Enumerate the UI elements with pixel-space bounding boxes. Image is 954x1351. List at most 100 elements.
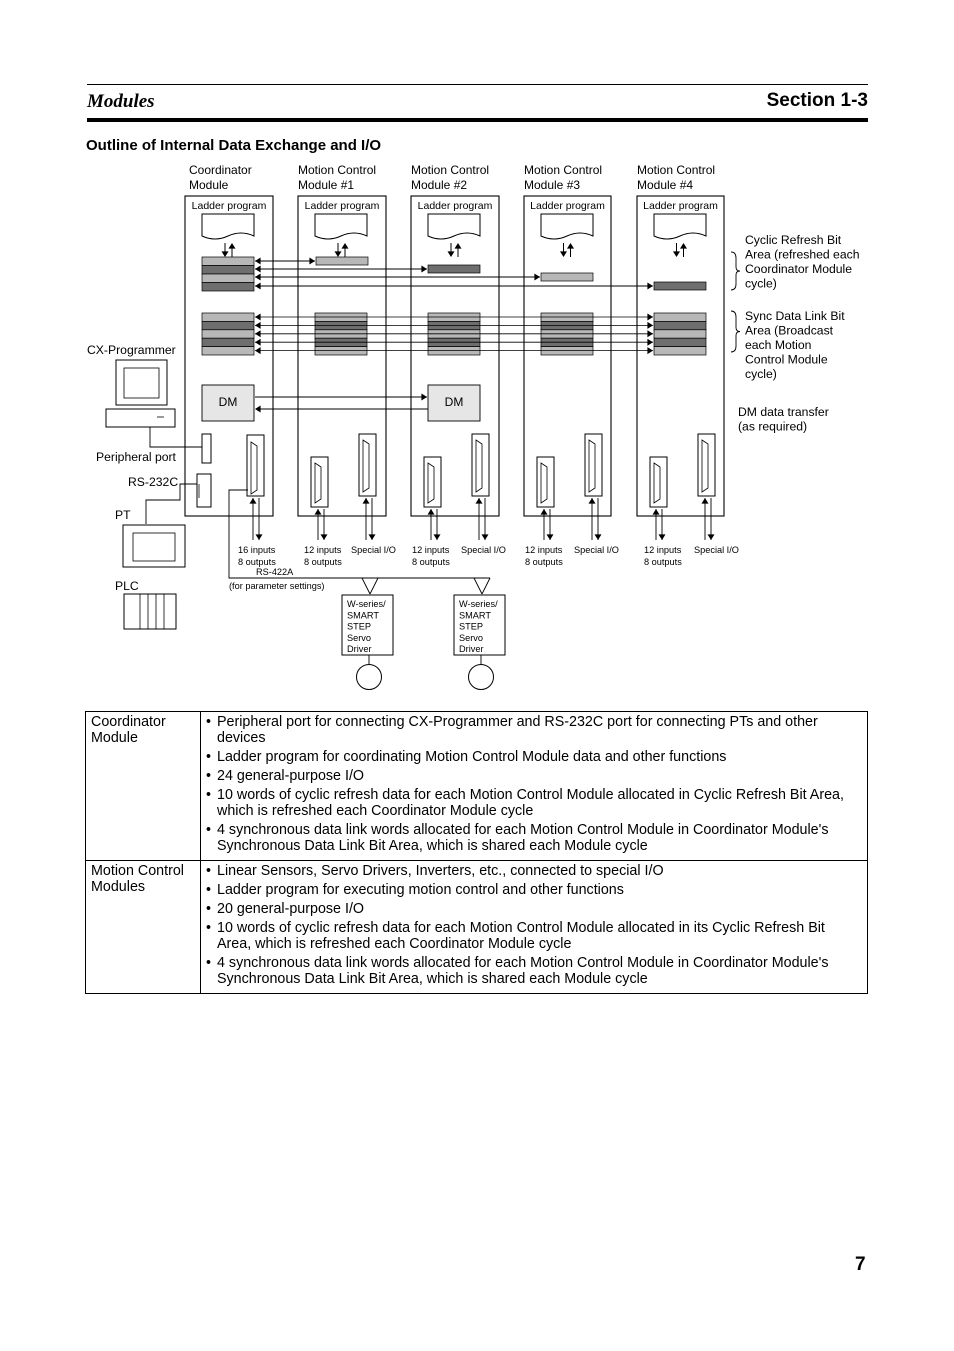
brace: [730, 251, 741, 291]
motion-io-label: 8 outputs: [525, 557, 563, 567]
servo-motor: [356, 664, 382, 690]
cyclic-refresh-note: Cyclic Refresh Bit: [745, 233, 842, 247]
arrowhead: [421, 265, 427, 273]
arrowhead: [707, 534, 715, 540]
motion-io-label: 8 outputs: [644, 557, 682, 567]
ladder-program-label: Ladder program: [418, 200, 493, 212]
arrowhead: [221, 251, 229, 257]
list-item: Peripheral port for connecting CX-Progra…: [206, 714, 862, 746]
servo-driver-label: STEP: [347, 622, 371, 632]
servo-driver-label: Driver: [347, 644, 372, 654]
module-box: [636, 195, 725, 517]
ladder-program-label: Ladder program: [192, 200, 267, 212]
arrowhead: [255, 313, 261, 321]
arrowhead: [534, 273, 540, 281]
arrowhead: [647, 347, 653, 355]
arrowhead: [546, 534, 554, 540]
cyclic-area-block: [540, 272, 594, 282]
arrowhead: [454, 243, 462, 249]
peripheral-cable: [149, 427, 206, 448]
peripheral-port-label: Peripheral port: [96, 450, 177, 464]
sync-area-block: [201, 337, 255, 347]
module-box: [297, 195, 387, 517]
motion-io-label: 12 inputs: [644, 545, 682, 555]
plc-label: PLC: [115, 579, 139, 593]
rs232c-label: RS-232C: [128, 475, 178, 489]
ladder-program-label: Ladder program: [530, 200, 605, 212]
motion-io-label: 12 inputs: [304, 545, 342, 555]
cyclic-refresh-note: cycle): [745, 277, 777, 291]
ladder-program-label: Ladder program: [643, 200, 718, 212]
arrowhead: [314, 509, 322, 515]
arrowhead: [334, 251, 342, 257]
servo-driver-label: Driver: [459, 644, 484, 654]
module-title: Module #3: [524, 178, 580, 192]
arrowhead: [680, 243, 687, 249]
sync-area-block: [653, 329, 707, 339]
list-item: 10 words of cyclic refresh data for each…: [206, 920, 862, 952]
arrowhead: [368, 534, 376, 540]
servo-driver-box: [341, 594, 394, 656]
module-title: Module #2: [411, 178, 467, 192]
arrowhead: [447, 251, 455, 257]
bullet-list: Linear Sensors, Servo Drivers, Inverters…: [206, 863, 862, 987]
ladder-program-label: Ladder program: [305, 200, 380, 212]
coordinator-io-label: 16 inputs: [238, 545, 276, 555]
arrowhead: [255, 257, 261, 265]
motion-io-label: 12 inputs: [412, 545, 450, 555]
arrowhead: [255, 534, 263, 540]
servo-motor: [468, 664, 494, 690]
table-row: Motion Control ModulesLinear Sensors, Se…: [85, 860, 868, 994]
arrowhead: [255, 330, 261, 338]
cyclic-area-block: [201, 273, 255, 283]
sync-area-block: [201, 346, 255, 356]
special-io-label: Special I/O: [574, 545, 619, 555]
pt-label: PT: [115, 508, 131, 522]
cyclic-area-block: [201, 265, 255, 275]
arrowhead: [647, 338, 653, 346]
list-item: Ladder program for executing motion cont…: [206, 882, 862, 898]
servo-link: [369, 577, 379, 595]
module-box: [523, 195, 612, 517]
servo-driver-box: [453, 594, 506, 656]
arrowhead: [433, 534, 441, 540]
module-box: [410, 195, 500, 517]
io-connector-detail: [314, 462, 322, 504]
row-description: Peripheral port for connecting CX-Progra…: [200, 711, 868, 861]
sync-note: each Motion: [745, 338, 811, 352]
dm-label: DM: [445, 395, 464, 409]
module-title: Motion Control: [637, 163, 715, 177]
arrowhead: [658, 534, 666, 540]
arrowhead: [255, 321, 261, 329]
servo-driver-label: SMART: [347, 610, 379, 620]
dm-block: [201, 384, 255, 422]
arrowhead: [255, 282, 261, 290]
arrowhead: [309, 257, 315, 265]
cyclic-refresh-note: Coordinator Module: [745, 262, 852, 276]
plc-device: [123, 593, 177, 630]
arrowhead: [320, 534, 328, 540]
sync-note: Control Module: [745, 353, 828, 367]
servo-driver-label: STEP: [459, 622, 483, 632]
io-connector-detail: [588, 439, 596, 493]
list-item: Ladder program for coordinating Motion C…: [206, 749, 862, 765]
servo-link: [361, 577, 371, 595]
ladder-program-document: [653, 213, 707, 240]
io-connector: [423, 456, 442, 508]
arrowhead: [647, 313, 653, 321]
module-title: Module: [189, 178, 229, 192]
cyclic-area-block: [427, 264, 481, 274]
io-connector-detail: [250, 441, 258, 495]
ladder-program-document: [201, 213, 255, 240]
section-number: Section 1-3: [766, 90, 868, 111]
motion-io-label: 12 inputs: [525, 545, 563, 555]
arrowhead: [481, 534, 489, 540]
arrowhead: [249, 498, 257, 504]
sync-area-block: [653, 337, 707, 347]
arrowhead: [647, 282, 653, 290]
sync-area-block: [201, 329, 255, 339]
arrowhead: [588, 498, 596, 504]
section-heading: Outline of Internal Data Exchange and I/…: [86, 137, 382, 154]
arrowhead: [647, 330, 653, 338]
rs422a-cable: [228, 489, 490, 579]
